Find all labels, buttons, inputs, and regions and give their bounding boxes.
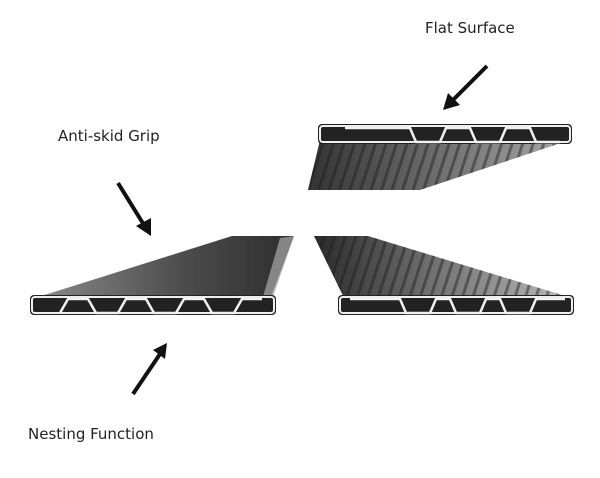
arrow-nesting-function [131,343,167,396]
label-anti-skid-grip: Anti-skid Grip [58,127,160,145]
arrow-flat-surface [443,64,489,110]
bottom-right-panel [314,236,574,315]
arrow-anti-skid-grip [116,181,151,236]
label-nesting-function: Nesting Function [28,425,154,443]
top-right-panel [308,124,572,190]
left-panel [30,236,294,315]
label-flat-surface: Flat Surface [425,19,515,37]
